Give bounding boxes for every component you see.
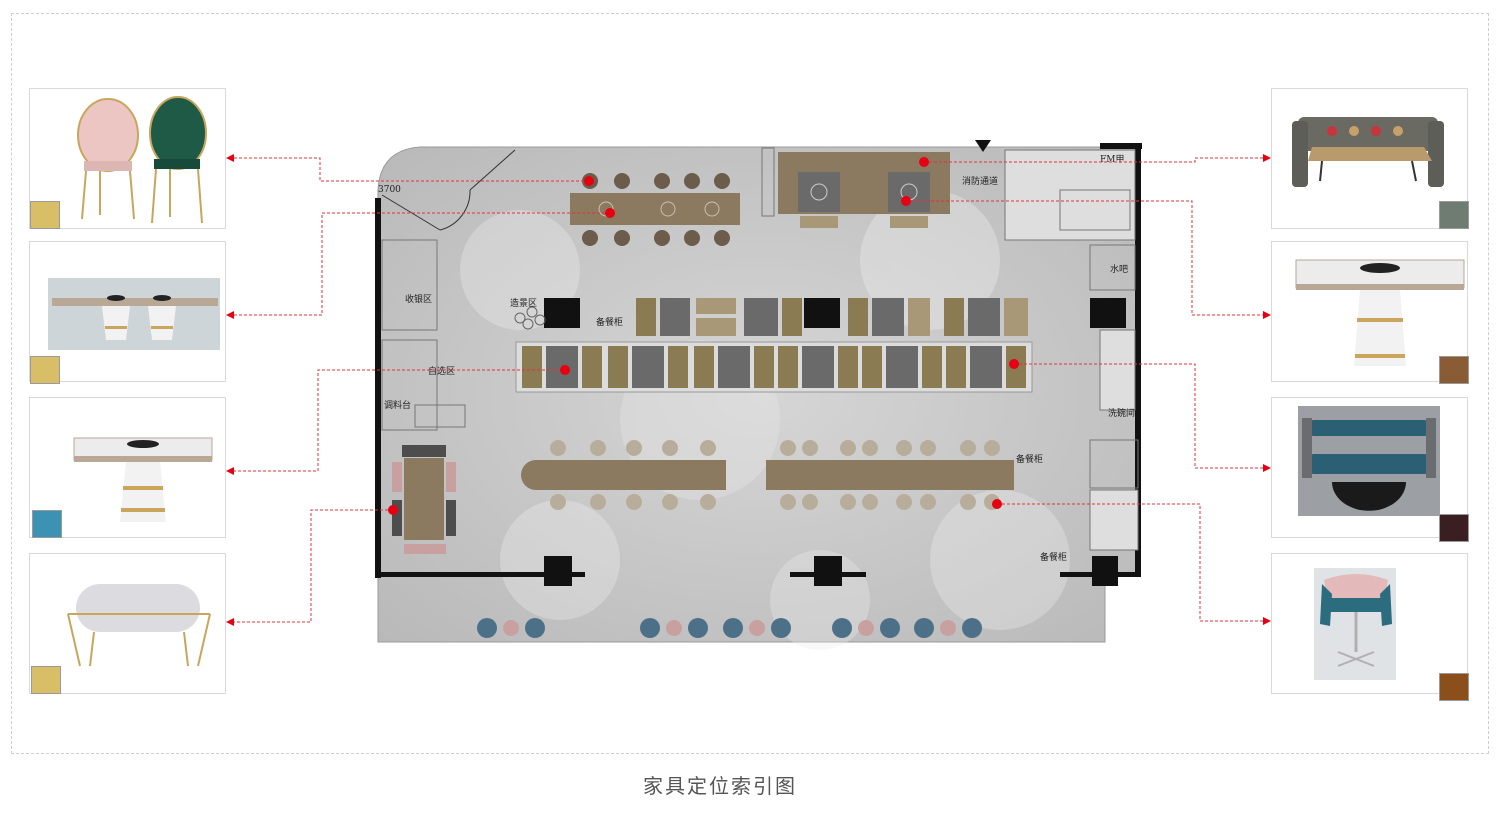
label-receiving: 收银区 <box>405 293 432 305</box>
furniture-card-dining-chair <box>29 88 226 229</box>
square-table-illustration <box>1295 259 1465 366</box>
service-counter <box>381 239 438 331</box>
wall-south-1 <box>375 572 475 577</box>
marker-long-table <box>605 208 615 218</box>
label-feature: 造景区 <box>510 297 537 309</box>
furniture-card-booth-sofa <box>1271 88 1468 229</box>
column <box>1090 298 1126 328</box>
marker-square-table-right <box>901 196 911 206</box>
label-wash: 洗碗间 <box>1108 407 1135 419</box>
label-door-code: FM甲 <box>1100 154 1124 165</box>
color-swatch <box>1439 356 1469 384</box>
furniture-card-swivel-chair <box>1271 553 1468 694</box>
blue-booth-illustration <box>1298 406 1440 516</box>
communal-table-west <box>521 440 726 510</box>
column <box>804 298 840 328</box>
label-prep-cabinet: 备餐柜 <box>596 316 623 328</box>
diagram-frame <box>11 13 1489 754</box>
feature-plants <box>514 306 546 330</box>
color-swatch <box>30 356 60 384</box>
color-swatch <box>31 666 61 694</box>
wall-south-2 <box>475 572 585 577</box>
label-fire-exit: 消防通道 <box>962 175 998 187</box>
column <box>544 298 580 328</box>
column <box>1092 556 1118 586</box>
west-table <box>392 445 456 554</box>
swivel-chair-illustration <box>1314 568 1396 680</box>
label-size-tag: 3700 <box>378 185 401 195</box>
color-swatch <box>1439 673 1469 701</box>
long-table-illustration <box>48 278 220 350</box>
furniture-card-bench <box>29 553 226 694</box>
communal-table-east <box>766 440 1014 510</box>
location-markers <box>388 157 1019 515</box>
label-water-bar: 水吧 <box>1110 263 1128 275</box>
square-table-illustration <box>73 437 213 522</box>
column <box>814 556 842 586</box>
marker-bench <box>388 505 398 515</box>
window-seats <box>477 618 982 638</box>
label-prep-cabinet: 备餐柜 <box>1016 453 1043 465</box>
dining-chair-illustration <box>77 96 207 224</box>
wall-east <box>1135 143 1141 577</box>
leader-lines <box>232 157 1266 623</box>
marker-dining-chair <box>584 176 594 186</box>
east-service-rooms <box>975 140 1139 551</box>
color-swatch <box>1439 514 1469 542</box>
color-swatch <box>1439 201 1469 229</box>
column <box>544 556 572 586</box>
wall-north-east <box>1100 143 1142 149</box>
marker-swivel-chair <box>992 499 1002 509</box>
fire-exit-arrow <box>975 140 991 152</box>
label-condiment: 调料台 <box>384 399 411 411</box>
booth-row-back <box>636 298 1028 336</box>
diagram-caption: 家具定位索引图 <box>643 774 797 798</box>
color-swatch <box>32 510 62 538</box>
marker-blue-booth <box>1009 359 1019 369</box>
furniture-card-long-table <box>29 241 226 382</box>
furniture-card-square-table <box>1271 241 1468 382</box>
marker-square-table <box>560 365 570 375</box>
entrance-door <box>381 189 471 231</box>
leader-arrowheads <box>226 154 1271 626</box>
label-prep-cabinet: 备餐柜 <box>1040 551 1067 563</box>
color-swatch <box>30 201 60 229</box>
marker-booth-sofa <box>919 157 929 167</box>
booth-row-main <box>515 341 1033 393</box>
wall-west <box>375 198 381 578</box>
bench-illustration <box>67 584 211 667</box>
booth-sofa-illustration <box>1292 117 1444 187</box>
floor-area <box>377 146 1141 643</box>
furniture-card-blue-booth <box>1271 397 1468 538</box>
label-self-serve: 自选区 <box>428 365 455 377</box>
